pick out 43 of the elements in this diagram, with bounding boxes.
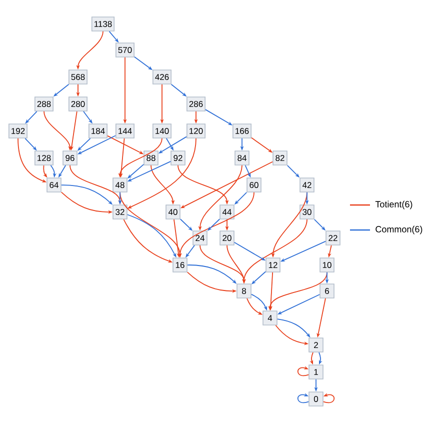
number-box: 10 bbox=[320, 258, 334, 272]
number-box: 0 bbox=[308, 392, 324, 406]
number-box: 16 bbox=[172, 258, 188, 272]
number-box: 426 bbox=[152, 70, 172, 84]
number-box: 120 bbox=[186, 124, 206, 138]
number-box: 30 bbox=[300, 204, 314, 220]
number-box: 48 bbox=[112, 178, 128, 192]
number-box: 568 bbox=[68, 70, 88, 84]
number-box: 192 bbox=[8, 124, 28, 138]
number-box: 8 bbox=[236, 284, 252, 298]
legend-label: Common(6) bbox=[376, 226, 422, 234]
number-box: 1138 bbox=[91, 16, 115, 32]
number-box: 88 bbox=[144, 150, 158, 166]
number-box: 6 bbox=[320, 284, 334, 298]
number-box: 32 bbox=[112, 204, 128, 220]
number-box: 42 bbox=[300, 178, 314, 192]
number-box: 280 bbox=[68, 96, 88, 112]
number-box: 2 bbox=[308, 338, 324, 352]
number-box: 1 bbox=[308, 364, 324, 380]
number-box: 40 bbox=[166, 204, 180, 220]
number-box: 288 bbox=[34, 96, 54, 112]
number-box: 4 bbox=[262, 310, 278, 326]
number-box: 84 bbox=[234, 150, 250, 166]
arrow bbox=[297, 393, 310, 404]
number-box: 60 bbox=[246, 178, 262, 192]
number-box: 184 bbox=[88, 124, 108, 138]
number-box: 144 bbox=[116, 124, 134, 138]
number-box: 166 bbox=[232, 124, 252, 138]
number-box: 22 bbox=[326, 230, 340, 246]
number-box: 64 bbox=[46, 178, 62, 192]
number-box: 44 bbox=[220, 204, 234, 220]
number-box: 24 bbox=[192, 230, 208, 246]
number-box: 12 bbox=[266, 258, 280, 272]
number-box: 570 bbox=[116, 42, 134, 58]
number-box: 82 bbox=[272, 150, 288, 166]
legend-label: Totient(6) bbox=[375, 200, 412, 210]
number-box: 96 bbox=[62, 150, 78, 166]
number-box: 140 bbox=[152, 124, 172, 138]
number-box: 20 bbox=[220, 230, 234, 246]
number-box: 128 bbox=[34, 150, 54, 166]
number-box: 286 bbox=[186, 96, 206, 112]
arrow bbox=[297, 366, 310, 376]
number-box: 92 bbox=[170, 150, 186, 166]
